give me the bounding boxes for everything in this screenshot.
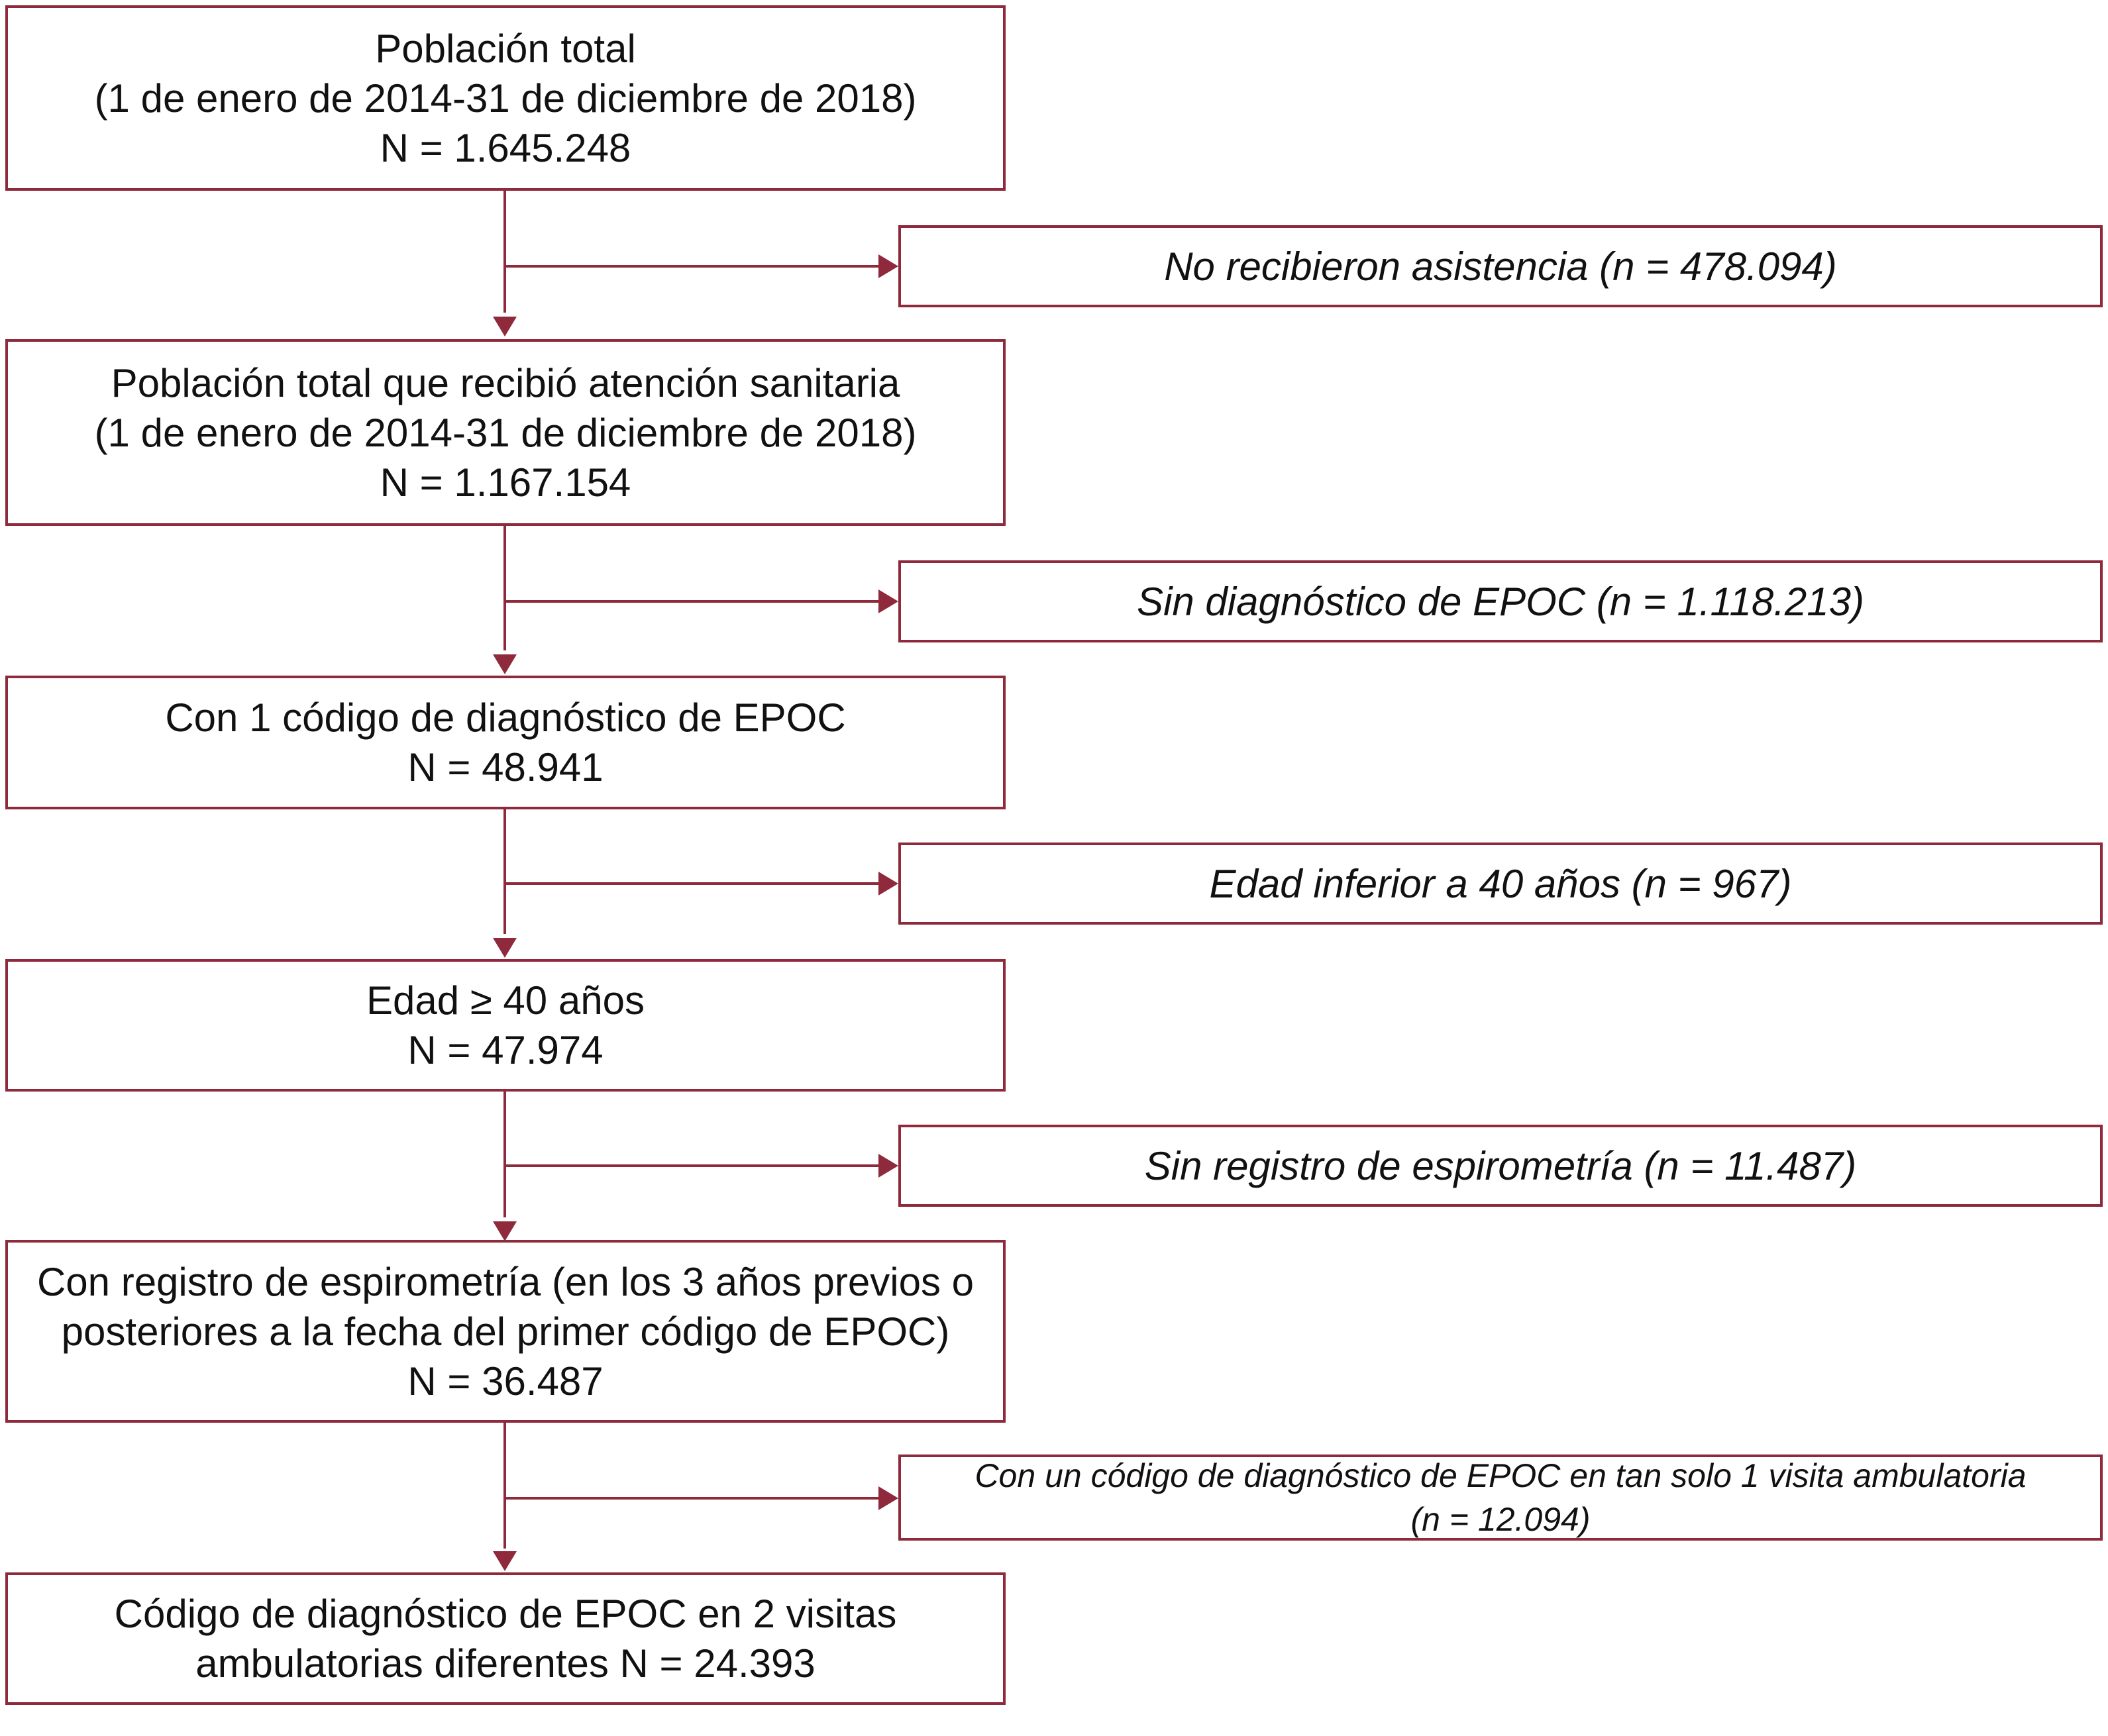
arrowhead-down-5 (493, 1551, 517, 1571)
exclusion-box-no-spirometry: Sin registro de espirometría (n = 11.487… (898, 1125, 2103, 1207)
arrowhead-right-3 (878, 872, 898, 895)
step-box-received-care: Población total que recibió atención san… (5, 339, 1006, 526)
step-5-line-1: Con registro de espirometría (en los 3 a… (36, 1259, 975, 1304)
step-1-line-2: (1 de enero de 2014-31 de diciembre de 2… (94, 76, 917, 121)
arrowhead-right-1 (878, 254, 898, 278)
step-2-line-2: (1 de enero de 2014-31 de diciembre de 2… (94, 410, 917, 455)
step-5-line-3: N = 36.487 (407, 1358, 604, 1404)
step-4-line-1: Edad ≥ 40 años (366, 978, 645, 1023)
branch-arrows (505, 265, 878, 1500)
step-1-line-3: N = 1.645.248 (380, 125, 631, 170)
step-box-total-population: Población total (1 de enero de 2014-31 d… (5, 5, 1006, 191)
arrowhead-right-2 (878, 589, 898, 613)
exclusion-3-text: Edad inferior a 40 años (n = 967) (1209, 861, 1792, 906)
exclusion-box-no-care: No recibieron asistencia (n = 478.094) (898, 225, 2103, 307)
arrowhead-down-4 (493, 1221, 517, 1241)
exclusion-4-text: Sin registro de espirometría (n = 11.487… (1144, 1143, 1857, 1188)
exclusion-1-text: No recibieron asistencia (n = 478.094) (1164, 244, 1837, 289)
arrowhead-down-3 (493, 938, 517, 958)
arrowhead-down-2 (493, 654, 517, 674)
step-box-spirometry: Con registro de espirometría (en los 3 a… (5, 1240, 1006, 1423)
step-2-line-1: Población total que recibió atención san… (111, 360, 900, 405)
exclusion-5-line-1: Con un código de diagnóstico de EPOC en … (975, 1457, 2027, 1494)
step-6-line-2: ambulatorias diferentes N = 24.393 (195, 1641, 816, 1686)
arrowhead-right-5 (878, 1486, 898, 1510)
step-box-copd-code: Con 1 código de diagnóstico de EPOC N = … (5, 676, 1006, 809)
exclusion-5-line-2: (n = 12.094) (1410, 1501, 1591, 1538)
step-4-line-2: N = 47.974 (407, 1028, 604, 1072)
exclusion-box-under-40: Edad inferior a 40 años (n = 967) (898, 842, 2103, 925)
exclusion-box-single-visit: Con un código de diagnóstico de EPOC en … (898, 1455, 2103, 1541)
step-1-line-1: Población total (375, 26, 636, 71)
step-3-line-2: N = 48.941 (407, 745, 604, 790)
arrowhead-down-1 (493, 317, 517, 336)
exclusion-2-text: Sin diagnóstico de EPOC (n = 1.118.213) (1137, 579, 1864, 624)
step-5-line-2: posteriores a la fecha del primer código… (61, 1309, 950, 1354)
arrowhead-right-4 (878, 1154, 898, 1178)
branch-arrowheads (878, 254, 898, 1510)
step-box-final-cohort: Código de diagnóstico de EPOC en 2 visit… (5, 1572, 1006, 1705)
vertical-arrowheads (493, 317, 517, 1571)
step-box-age-40-plus: Edad ≥ 40 años N = 47.974 (5, 959, 1006, 1092)
step-2-line-3: N = 1.167.154 (380, 460, 631, 505)
step-3-line-1: Con 1 código de diagnóstico de EPOC (165, 695, 846, 740)
exclusion-box-no-copd: Sin diagnóstico de EPOC (n = 1.118.213) (898, 560, 2103, 642)
step-6-line-1: Código de diagnóstico de EPOC en 2 visit… (114, 1592, 897, 1636)
